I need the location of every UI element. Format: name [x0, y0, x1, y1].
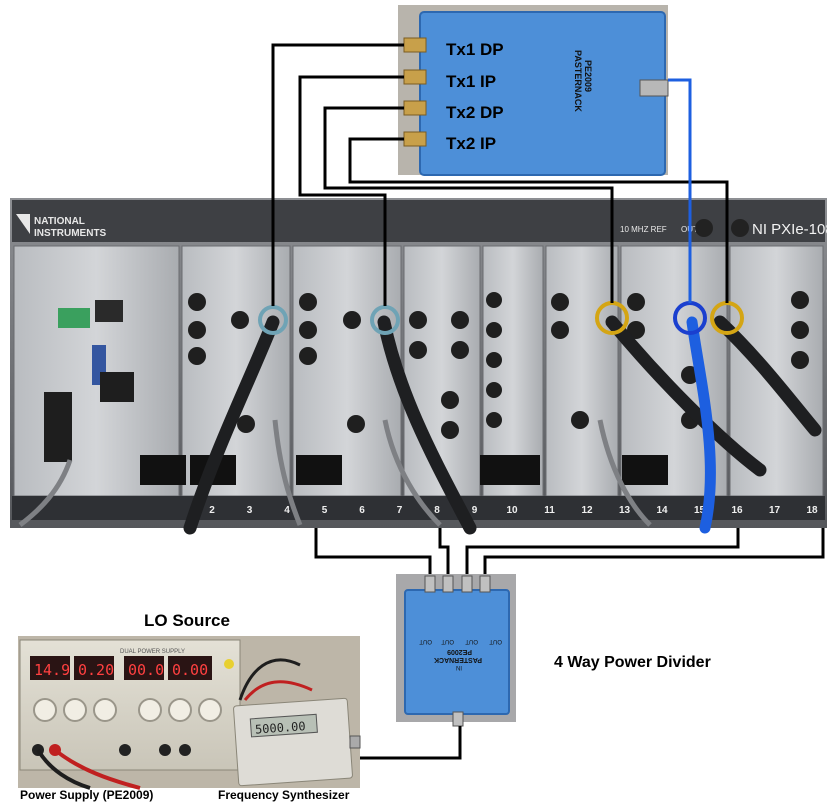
- synth-output-connector: [350, 736, 360, 748]
- slot-number: 11: [544, 505, 555, 516]
- splitter-model: PE2009: [583, 60, 593, 92]
- chassis-ref-label: 10 MHZ REF: [620, 225, 667, 234]
- psu-indicator-led: [224, 659, 234, 669]
- slot-number: 4: [284, 505, 290, 516]
- slot-number: 5: [322, 505, 328, 516]
- splitter-port-label: Tx1 DP: [446, 40, 504, 59]
- splitter-port-label: Tx1 IP: [446, 72, 496, 91]
- divider-brand: PASTERNACK: [434, 656, 482, 663]
- green-ethernet-plug: [58, 308, 90, 328]
- pxi-chassis-photo: NATIONAL INSTRUMENTS 10 MHZ REF OUT NI P…: [10, 198, 827, 528]
- divider-out-label: OUT: [441, 638, 454, 644]
- frequency-synthesizer: [233, 698, 352, 786]
- chassis-vendor-line2: INSTRUMENTS: [34, 228, 107, 239]
- splitter-brand: PASTERNACK: [573, 50, 583, 112]
- slot-number: 3: [247, 505, 253, 516]
- splitter-port-label: Tx2 DP: [446, 103, 504, 122]
- slot-number: 10: [506, 505, 518, 516]
- slot-number: 2: [209, 505, 215, 516]
- lo-source-title: LO Source: [144, 611, 230, 630]
- divider-out-label: OUT: [465, 638, 478, 644]
- slot-number: 16: [731, 505, 743, 516]
- psu-readout: 0.20: [78, 661, 114, 679]
- divider-input-connector: [453, 712, 463, 726]
- splitter-photo: Tx1 DP Tx1 IP Tx2 DP Tx2 IP PASTERNACK P…: [398, 5, 668, 175]
- slot-number: 7: [397, 505, 403, 516]
- chassis-vendor-line1: NATIONAL: [34, 216, 85, 227]
- lo-cable: [358, 726, 460, 770]
- splitter-port-label: Tx2 IP: [446, 134, 496, 153]
- psu-caption: Power Supply (PE2009): [20, 788, 153, 802]
- slot-number: 18: [806, 505, 818, 516]
- slot-number: 6: [359, 505, 365, 516]
- slot-number: 17: [769, 505, 781, 516]
- psu-header: DUAL POWER SUPPLY: [120, 649, 185, 655]
- power-divider-photo: IN PASTERNACK PE2009 OUT OUT OUT OUT: [396, 574, 516, 726]
- psu-readout: 14.9: [34, 661, 70, 679]
- psu-readout: 00.0: [128, 661, 164, 679]
- ethernet-port: [95, 300, 123, 322]
- ref-in-connector: [731, 219, 749, 237]
- ref-out-connector: [695, 219, 713, 237]
- slot-number: 9: [472, 505, 478, 516]
- divider-in-label: IN: [456, 664, 462, 670]
- power-divider-label: 4 Way Power Divider: [554, 654, 711, 671]
- slot-number: 8: [434, 505, 440, 516]
- psu-readout: 0.00: [172, 661, 208, 679]
- splitter-input-connector: [640, 80, 668, 96]
- lo-source-photo: DUAL POWER SUPPLY 14.9 0.20 00.0 0.00 50…: [18, 636, 360, 788]
- slot-number: 14: [656, 505, 668, 516]
- divider-out-label: OUT: [489, 638, 502, 644]
- slot-number: 13: [619, 505, 631, 516]
- divider-out-label: OUT: [419, 638, 432, 644]
- divider-model: PE2009: [447, 648, 472, 655]
- chassis-to-divider-wires: [316, 528, 823, 578]
- chassis-model: NI PXIe-1085: [752, 221, 827, 238]
- slot-number: 12: [581, 505, 593, 516]
- synth-caption: Frequency Synthesizer: [218, 788, 350, 802]
